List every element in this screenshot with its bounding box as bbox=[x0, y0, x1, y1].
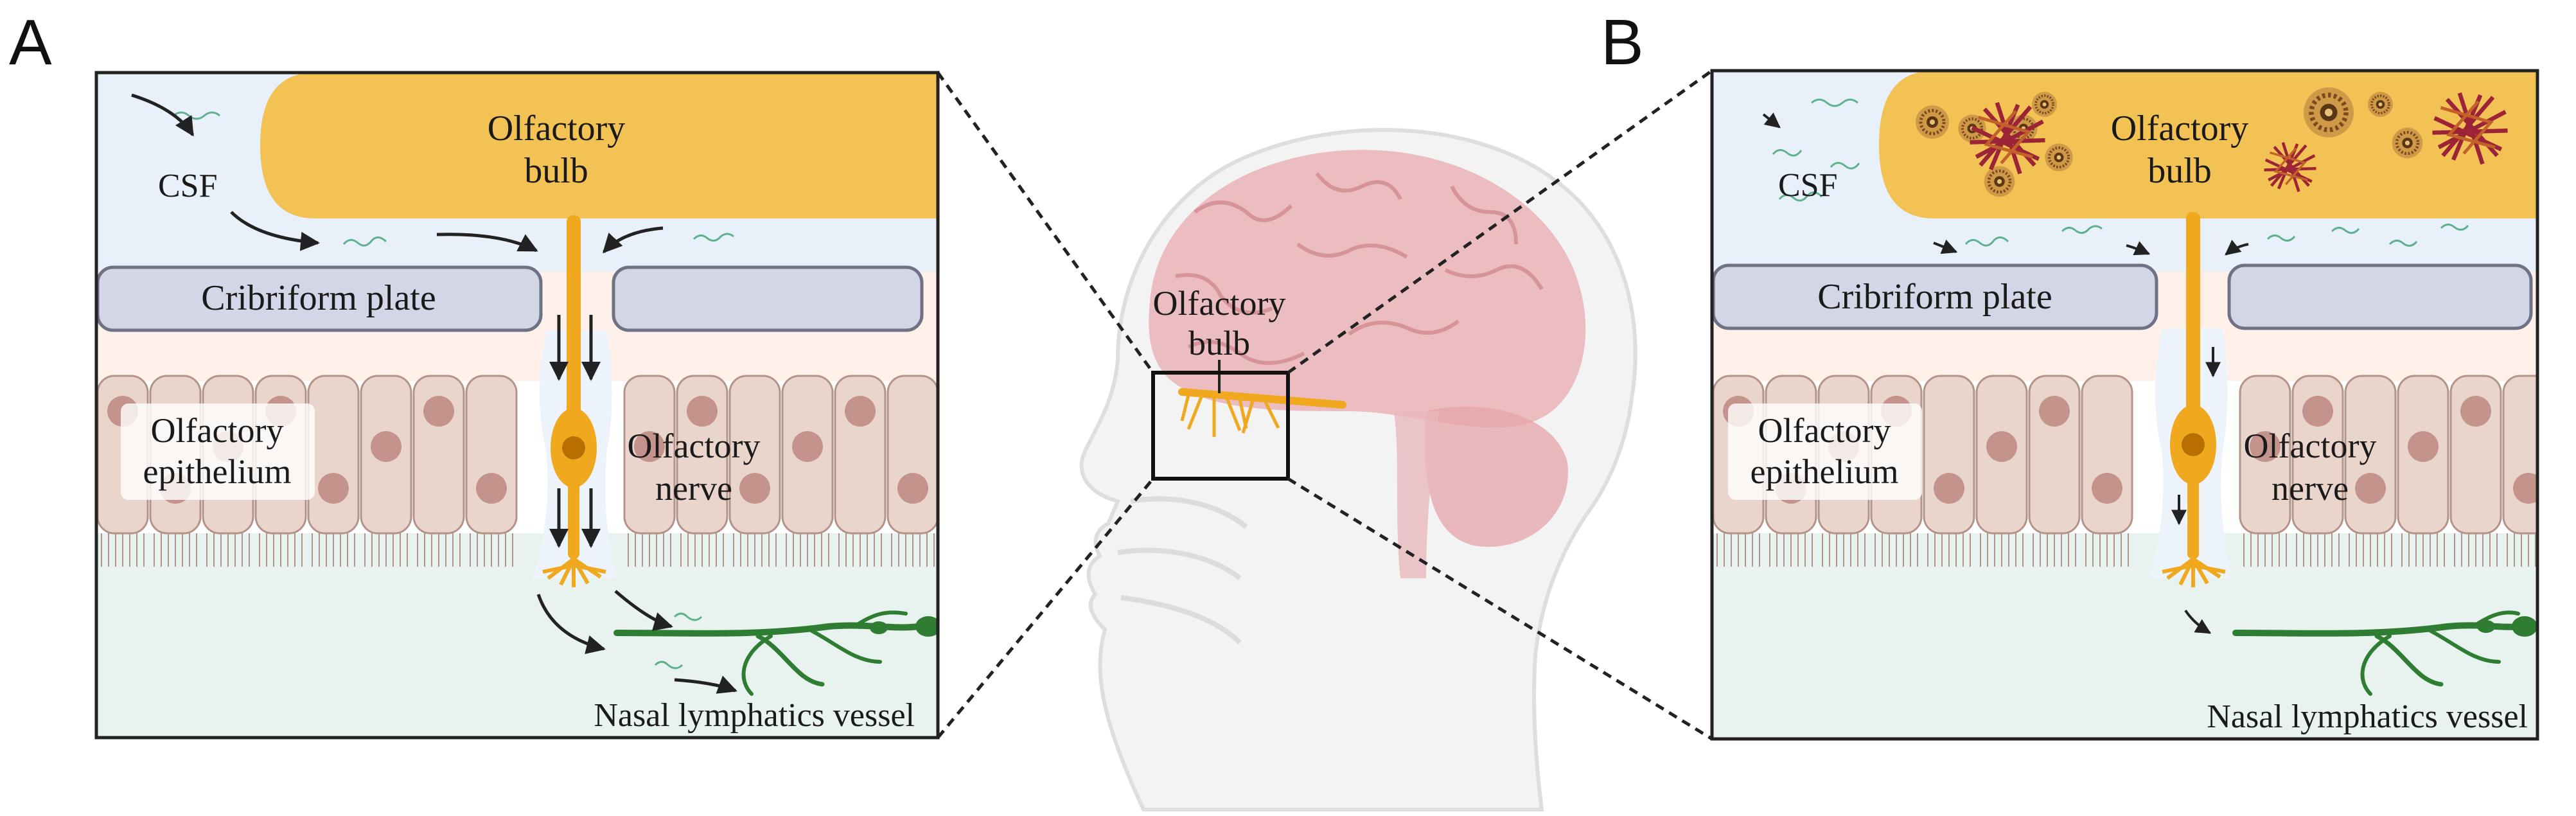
olfactory-bulb-label-b: Olfactory bbox=[2111, 109, 2249, 148]
zoom-connectors bbox=[936, 69, 1713, 741]
cell-nucleus bbox=[2408, 431, 2439, 462]
cell-nucleus bbox=[2302, 396, 2333, 427]
brain-gyri bbox=[1175, 172, 1544, 365]
brainstem bbox=[1394, 411, 1439, 578]
cribriform-plate-right bbox=[612, 265, 924, 332]
olfactory-neuron-b bbox=[2162, 212, 2226, 587]
csf-proteins bbox=[173, 111, 734, 670]
olfactory-epithelium-label-2: epithelium bbox=[143, 452, 292, 491]
cell-nucleus bbox=[2513, 473, 2537, 504]
head-sagittal-view: Olfactory bulb bbox=[936, 69, 1713, 812]
csf-label: CSF bbox=[158, 168, 218, 204]
cell-nucleus bbox=[897, 473, 928, 504]
cell-nucleus bbox=[371, 431, 401, 462]
epithelium-label-bg bbox=[121, 404, 315, 500]
cell-nucleus bbox=[2460, 396, 2491, 427]
csf-flow-arrows-b bbox=[1762, 112, 2249, 634]
panel-letter-a: A bbox=[9, 6, 52, 78]
center-olfactory-bulb-label: Olfactory bbox=[1153, 284, 1286, 323]
center-olfactory-bulb-label-2: bulb bbox=[1188, 324, 1250, 362]
cell-nucleus bbox=[1986, 431, 2017, 462]
cell-nucleus bbox=[2355, 473, 2386, 504]
olfactory-bulb-label: Olfactory bbox=[488, 109, 626, 148]
epithelial-cell bbox=[1923, 375, 1975, 535]
cell-nucleus bbox=[1934, 473, 1964, 504]
head-olfactory-bulb bbox=[1178, 388, 1346, 409]
epithelial-cell bbox=[887, 375, 938, 535]
panel-b-illustration bbox=[1712, 71, 2537, 739]
cell-nucleus bbox=[476, 473, 507, 504]
olfactory-epithelium-label-b: Olfactory bbox=[1758, 411, 1891, 450]
olfactory-epithelium-label-b-2: epithelium bbox=[1751, 452, 1899, 491]
cell-nucleus bbox=[739, 473, 770, 504]
nasal-cavity-b bbox=[1712, 533, 2537, 739]
cell-nucleus bbox=[318, 473, 349, 504]
panel-a-frame bbox=[94, 71, 940, 740]
nasal-lymphatics-label: Nasal lymphatics vessel bbox=[594, 697, 915, 734]
olfactory-nerve-label-b-2: nerve bbox=[2272, 469, 2349, 508]
cell-nucleus bbox=[792, 431, 823, 462]
cell-nucleus bbox=[2092, 473, 2122, 504]
olfactory-bulb-label-b-2: bulb bbox=[2148, 151, 2212, 191]
head-olfactory-fibers bbox=[1180, 395, 1280, 437]
cell-nucleus bbox=[634, 431, 665, 462]
csf-label-b: CSF bbox=[1778, 167, 1838, 204]
nasal-cavity bbox=[96, 533, 938, 738]
panel-a: A bbox=[9, 6, 940, 740]
csf-flow-arrows bbox=[131, 93, 737, 694]
olfactory-nerve-label: Olfactory bbox=[628, 427, 761, 465]
epithelial-cell bbox=[307, 375, 360, 535]
cribriform-plate-label-b: Cribriform plate bbox=[1817, 277, 2052, 317]
nasal-oral-structures bbox=[1117, 496, 1248, 644]
panel-b: B bbox=[1601, 6, 2539, 741]
olfactory-nerve-label-b: Olfactory bbox=[2244, 427, 2377, 465]
cribriform-plate-right-b bbox=[2227, 263, 2533, 330]
epithelial-cell bbox=[2502, 375, 2537, 535]
epithelium-label-bg-b bbox=[1728, 404, 1922, 500]
panel-letter-b: B bbox=[1601, 6, 1644, 78]
cerebellum bbox=[1425, 406, 1568, 547]
olfactory-bulb bbox=[260, 73, 938, 218]
olfactory-neuron bbox=[542, 215, 606, 587]
nasal-lymphatics-label-b: Nasal lymphatics vessel bbox=[2207, 698, 2528, 735]
cell-nucleus bbox=[687, 396, 718, 427]
olfactory-epithelium-label: Olfactory bbox=[151, 411, 284, 450]
olfactory-bulb-label-2: bulb bbox=[524, 151, 588, 191]
csf-proteins-b bbox=[1772, 98, 2469, 247]
cribriform-plate-label: Cribriform plate bbox=[201, 278, 436, 318]
cell-nucleus bbox=[423, 396, 454, 427]
epithelial-cell bbox=[2081, 375, 2133, 535]
zoom-box bbox=[1151, 371, 1290, 481]
cell-nucleus bbox=[845, 396, 876, 427]
olfactory-nerve-label-2: nerve bbox=[655, 469, 732, 508]
epithelial-cell bbox=[465, 375, 518, 535]
panel-b-frame bbox=[1710, 69, 2539, 741]
cell-nucleus bbox=[2250, 431, 2280, 462]
cell-nucleus bbox=[2039, 396, 2070, 427]
